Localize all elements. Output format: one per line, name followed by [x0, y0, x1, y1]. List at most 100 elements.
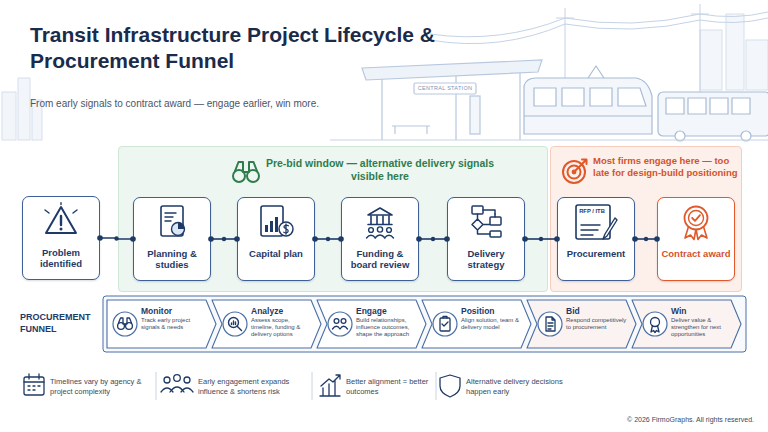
stage-icon — [360, 203, 400, 239]
stage-label: Procurement — [561, 248, 631, 259]
stage-icon-part-part — [490, 231, 501, 237]
stage-icon-part-part — [178, 223, 185, 230]
funnel-chevron: PositionAlign solution, team & delivery … — [421, 299, 532, 349]
ground-line — [330, 140, 768, 141]
stage-icon-part-part — [270, 221, 273, 232]
stage-icon-part-part — [46, 207, 76, 233]
stage-icon-part-part — [265, 225, 268, 232]
stage-icon-part-part — [275, 217, 278, 232]
stage-icon-part-part — [688, 211, 703, 226]
stage-icon-part-part — [165, 213, 176, 221]
funnel-icon — [537, 311, 563, 337]
funnel-icon-part-part — [113, 312, 137, 336]
phase-band: Pre-bid window — alternative delivery si… — [118, 146, 548, 292]
stage-icon-part-part — [368, 208, 392, 215]
phase-band: Most firms engage here — too late for de… — [550, 146, 742, 292]
funnel-icon-part — [112, 311, 138, 337]
stage-icon-part — [41, 202, 81, 238]
footer-note: Better alignment = better outcomes — [346, 377, 432, 396]
funnel-step-title: Bid — [566, 306, 627, 316]
funnel-icon-part-part — [546, 317, 555, 331]
station-canopy — [362, 60, 542, 140]
people-icon — [174, 375, 181, 382]
funnel-step-text: Deliver value & strengthen for next oppo… — [671, 317, 732, 338]
footer-note: Timelines vary by agency & project compl… — [50, 377, 152, 396]
funnel-icon-part-part — [643, 312, 667, 336]
growth-icon — [320, 375, 340, 396]
stage-icon-part-part — [684, 207, 707, 230]
chevron-outline — [527, 300, 636, 348]
info-panel — [470, 96, 480, 134]
funnel-icon — [432, 311, 458, 337]
stage-icon-part-part — [59, 216, 61, 225]
stage-icon — [676, 203, 716, 241]
funnel-icon-part-part — [433, 312, 457, 336]
building — [2, 92, 16, 140]
band-heading: Most firms engage here — too late for de… — [593, 155, 739, 178]
funnel-step-title: Monitor — [141, 306, 207, 316]
copyright: © 2026 FirmoGraphs. All rights reserved. — [540, 415, 754, 424]
target-icon-part — [561, 157, 589, 185]
footer-note: Early engagement expands influence & sho… — [198, 377, 306, 396]
canopy-roof — [362, 60, 542, 80]
funnel-heading: PROCUREMENT FUNNEL — [20, 311, 100, 335]
stage-icon-part — [152, 203, 192, 239]
funnel-step-title: Analyze — [251, 306, 312, 316]
funnel-icon — [327, 311, 353, 337]
stage-label: Planning & studies — [137, 248, 207, 270]
funnel-icon-part-part — [651, 326, 659, 333]
stage-label: Funding & board review — [345, 248, 415, 270]
funnel-icon-part — [222, 311, 248, 337]
station-sign — [414, 83, 476, 94]
stage-icon — [41, 202, 81, 238]
funnel-step-title: Win — [671, 306, 732, 316]
funnel-step-title: Position — [461, 306, 522, 316]
stage-label: Contract award — [661, 248, 731, 259]
stage-box: Planning & studies — [133, 197, 211, 281]
stage-icon-part-part — [366, 235, 393, 238]
stage-icon-part-part — [45, 203, 77, 213]
subtitle: From early signals to contract award — e… — [30, 98, 450, 110]
document-tag: RFP / ITB — [575, 208, 609, 215]
bus — [658, 92, 768, 141]
chevron-outline — [212, 300, 321, 348]
pantograph — [588, 66, 604, 78]
note-separators — [156, 372, 436, 400]
stage-icon-part — [676, 203, 716, 241]
funnel-icon-part — [327, 311, 353, 337]
stage-icon-part-part — [368, 228, 373, 233]
funnel-chevron: BidRespond competitively to procurement — [526, 299, 637, 349]
stage-label: Capital plan — [241, 248, 311, 259]
tram-stripe — [524, 115, 652, 116]
binoculars-icon-part — [231, 159, 261, 185]
chevron-outline — [422, 300, 531, 348]
funnel-chevron: EngageBuild relationships, influence out… — [316, 299, 427, 349]
funnel-icon-part-part — [334, 319, 339, 324]
stage-icon-part — [466, 203, 506, 239]
tram-body — [524, 78, 652, 134]
funnel-step-text: Respond competitively to procurement — [566, 317, 627, 331]
funnel-icon — [222, 311, 248, 337]
stage-label: Problem identified — [26, 247, 96, 269]
funnel-icon-part — [642, 311, 668, 337]
note-icons — [24, 374, 460, 397]
funnel-icon — [112, 311, 138, 337]
stage-icon — [466, 203, 506, 239]
stage-icon-part-part — [171, 223, 184, 236]
stage-icon — [152, 203, 192, 239]
chevron-outline — [107, 300, 216, 348]
bench — [392, 126, 430, 134]
stage-icon-part-part — [483, 210, 495, 214]
target-icon-part-part — [574, 160, 587, 173]
funnel-step-text: Assess scope, timeline, funding & delive… — [251, 317, 312, 338]
funnel-step-text: Track early project signals & needs — [141, 317, 207, 331]
funnel-icon-part — [537, 311, 563, 337]
stage-icon-part — [360, 203, 400, 239]
building — [746, 40, 768, 90]
bus-body — [658, 92, 768, 136]
stage-label: Delivery strategy — [451, 248, 521, 270]
right-skyline — [700, 14, 768, 90]
funnel-icon-part-part — [119, 318, 132, 324]
binoculars-icon — [231, 159, 261, 185]
calendar-icon — [24, 374, 44, 390]
